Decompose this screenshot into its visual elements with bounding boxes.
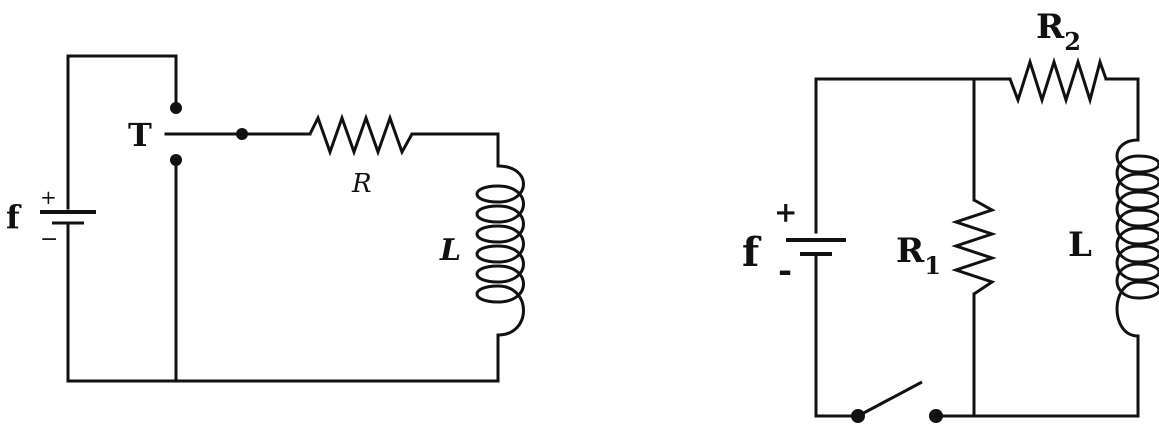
circuit-b-switch-contact-right	[929, 409, 943, 423]
circuit-a-junction-dot	[236, 128, 248, 140]
circuit-b-wire-bottom-right	[934, 334, 1140, 418]
circuit-a-switch-contact-upper	[170, 102, 182, 114]
circuit-a-switch-contact-lower	[170, 154, 182, 166]
circuit-a-wire-top-left	[66, 54, 178, 210]
circuit-b-r2-subscript: 2	[1064, 27, 1081, 56]
circuit-b-plus-sign: +	[774, 196, 797, 229]
circuit-b-resistor-r2	[1008, 56, 1108, 106]
circuit-b-resistor-r1	[951, 198, 997, 296]
circuit-b: f + - R1 R2 L	[742, 7, 1159, 423]
circuit-b-r1-letter: R	[896, 231, 925, 271]
circuit-a-inductor	[475, 164, 525, 337]
circuit-b-r2-label: R2	[1036, 7, 1081, 56]
circuit-b-wire-top-right	[1104, 77, 1140, 142]
circuit-b-r2-letter: R	[1036, 7, 1065, 47]
circuit-a-resistor	[308, 113, 414, 157]
circuit-a-wire-top-right	[410, 132, 500, 168]
circuit-a: f + − T R L	[6, 54, 525, 383]
circuit-a-source-label: f	[6, 198, 22, 236]
circuit-b-inductor	[1115, 138, 1159, 338]
circuit-b-wire-left-bottom	[814, 252, 856, 418]
circuit-b-minus-sign: -	[778, 251, 792, 291]
circuit-b-wire-top-left	[814, 77, 1012, 234]
circuit-a-switch-label: T	[128, 116, 152, 154]
circuit-b-r1-subscript: 1	[924, 251, 941, 280]
circuit-a-resistor-label: R	[351, 169, 372, 199]
circuit-a-inductor-label: L	[439, 233, 461, 268]
circuit-b-switch-blade	[857, 380, 923, 418]
circuit-a-plus-sign: +	[40, 185, 57, 209]
circuit-b-source-label: f	[742, 229, 762, 276]
circuit-b-r1-label: R1	[896, 231, 941, 280]
circuit-a-minus-sign: −	[40, 227, 58, 252]
circuit-a-wire-left-bottom	[66, 222, 500, 383]
circuit-b-inductor-label: L	[1068, 225, 1092, 265]
